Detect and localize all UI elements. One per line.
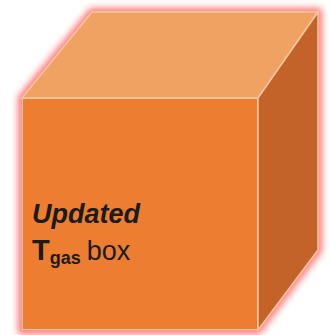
node-heading: Updated <box>32 197 257 232</box>
symbol-letter: T <box>32 234 50 266</box>
symbol-subscript: gas <box>50 248 81 268</box>
cube-side-face <box>258 12 318 330</box>
node-text: box <box>87 236 131 266</box>
glow-outline <box>22 12 318 330</box>
cube-front-face: UpdatedTgasbox <box>22 98 258 330</box>
